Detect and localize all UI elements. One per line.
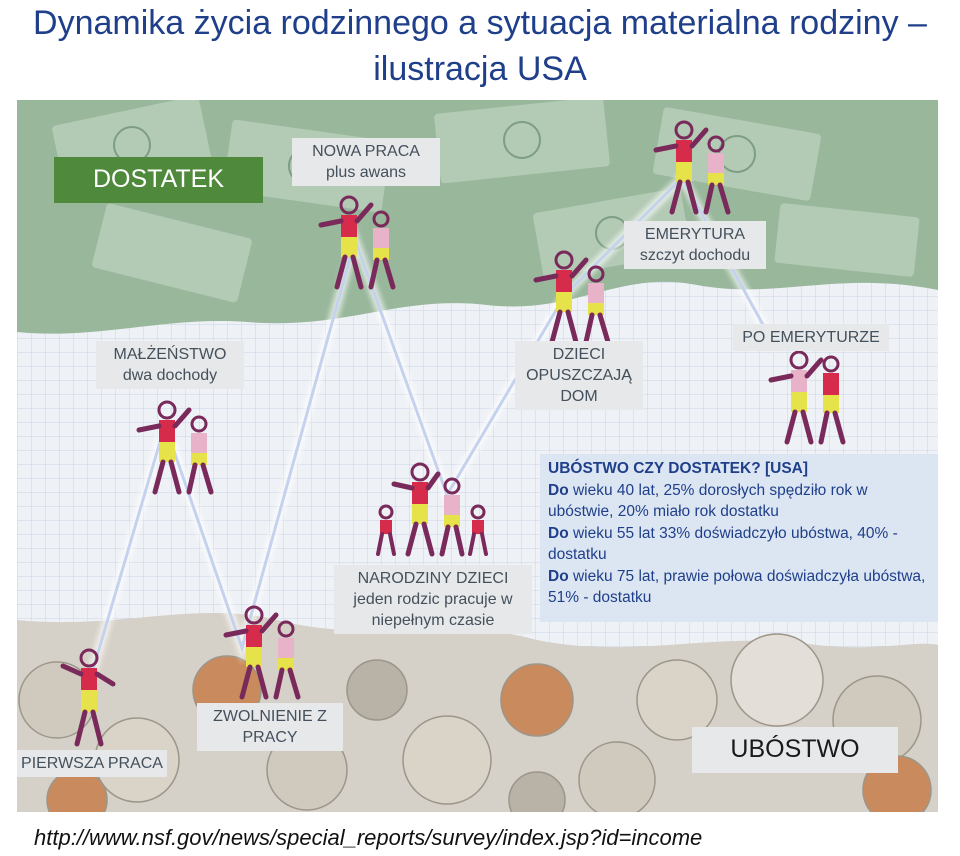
info-line-2-text: wieku 55 lat 33% doświadczyło ubóstwa, 4…: [548, 524, 898, 564]
info-line-3: Do wieku 75 lat, prawie połowa doświadcz…: [548, 566, 930, 609]
zwolnienie-line-2: PRACY: [242, 729, 298, 746]
family-figure-icon: [136, 400, 214, 495]
emerytura-line-1: EMERYTURA: [644, 226, 746, 243]
dostatek-label: DOSTATEK: [54, 157, 263, 203]
narodziny-line-1: NARODZINY DZIECI: [357, 570, 509, 587]
zwolnienie-label: ZWOLNIENIE Z PRACY: [197, 703, 343, 751]
info-line-3-bold: Do: [548, 567, 569, 585]
dzieci-line-2: OPUSZCZAJĄ: [526, 367, 632, 384]
narodziny-line-2: jeden rodzic pracuje w: [353, 591, 513, 608]
info-line-1: Do wieku 40 lat, 25% dorosłych spędziło …: [548, 480, 930, 523]
info-box: UBÓSTWO CZY DOSTATEK? [USA] Do wieku 40 …: [540, 454, 938, 622]
pierwsza-praca-label: PIERWSZA PRACA: [17, 750, 167, 777]
emerytura-line-2: szczyt dochodu: [639, 247, 751, 264]
title-line-1: Dynamika życia rodzinnego a sytuacja mat…: [33, 4, 927, 42]
info-line-3-text: wieku 75 lat, prawie połowa doświadczyła…: [548, 567, 926, 607]
po-emeryturze-text: PO EMERYTURZE: [742, 329, 880, 346]
narodziny-line-3: niepełnym czasie: [371, 612, 495, 629]
family-figure-icon: [768, 350, 846, 445]
dostatek-text: DOSTATEK: [92, 165, 225, 193]
family-figure-icon: [376, 462, 488, 557]
page-title: Dynamika życia rodzinnego a sytuacja mat…: [0, 0, 960, 92]
emerytura-label: EMERYTURA szczyt dochodu: [624, 221, 766, 269]
ubostwo-text: UBÓSTWO: [730, 735, 860, 763]
info-line-1-bold: Do: [548, 481, 569, 499]
dzieci-label: DZIECI OPUSZCZAJĄ DOM: [515, 341, 643, 410]
ubostwo-label: UBÓSTWO: [692, 727, 898, 773]
dzieci-line-3: DOM: [560, 388, 598, 405]
info-line-2: Do wieku 55 lat 33% doświadczyło ubóstwa…: [548, 523, 930, 566]
zwolnienie-line-1: ZWOLNIENIE Z: [213, 708, 327, 725]
info-heading: UBÓSTWO CZY DOSTATEK? [USA]: [548, 460, 809, 477]
family-figure-icon: [653, 120, 731, 215]
family-figure-icon: [60, 648, 116, 747]
source-url: http://www.nsf.gov/news/special_reports/…: [34, 825, 703, 850]
malzenstwo-line-1: MAŁŻEŃSTWO: [113, 346, 227, 363]
life-path-line: [82, 170, 781, 692]
coins-background: [17, 612, 938, 812]
family-figure-icon: [223, 605, 301, 700]
malzenstwo-line-2: dwa dochody: [122, 367, 218, 384]
pierwsza-praca-text: PIERWSZA PRACA: [21, 755, 163, 772]
malzenstwo-label: MAŁŻEŃSTWO dwa dochody: [96, 341, 244, 389]
po-emeryturze-label: PO EMERYTURZE: [733, 324, 889, 351]
info-line-2-bold: Do: [548, 524, 569, 542]
narodziny-label: NARODZINY DZIECI jeden rodzic pracuje w …: [334, 565, 532, 634]
family-figure-icon: [533, 250, 611, 345]
title-line-2: ilustracja USA: [373, 50, 587, 88]
nowa-praca-line-2: plus awans: [325, 164, 407, 181]
nowa-praca-label: NOWA PRACA plus awans: [292, 138, 440, 186]
info-line-1-text: wieku 40 lat, 25% dorosłych spędziło rok…: [548, 481, 868, 521]
nowa-praca-line-1: NOWA PRACA: [312, 143, 420, 160]
dzieci-line-1: DZIECI: [552, 346, 606, 363]
family-figure-icon: [318, 195, 396, 290]
